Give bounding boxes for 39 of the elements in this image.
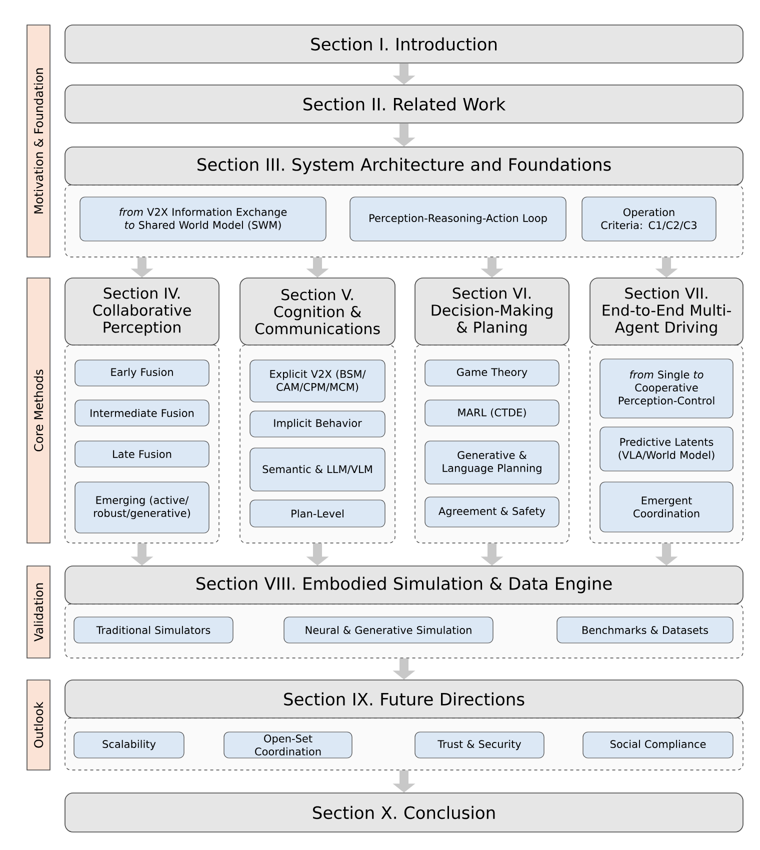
topic-box: Game Theory: [424, 360, 560, 386]
topic-box: Emerging (active/robust/generative): [74, 482, 210, 534]
topic-box: Agreement & Safety: [424, 496, 560, 528]
section-box: Section VIII. Embodied Simulation & Data Engine: [64, 566, 744, 604]
section-box: Section IX. Future Directions: [64, 680, 744, 718]
topic-box: MARL (CTDE): [424, 400, 560, 426]
section-box: Section VII. End-to-End Multi-Agent Driving: [590, 278, 744, 346]
topic-box: Trust & Security: [414, 732, 544, 758]
topic-box: Plan-Level: [250, 500, 386, 528]
topic-box: from V2X Information Exchange to Shared World Model (SWM): [80, 196, 326, 242]
section-band: Outlook: [26, 680, 50, 770]
topic-box: Emergent Coordination: [600, 482, 734, 532]
section-box: Section X. Conclusion: [64, 792, 744, 832]
section-box: Section III. System Architecture and Foundations: [64, 146, 744, 186]
section-box: Section IV. Collaborative Perception: [64, 278, 220, 346]
topic-box: from Single to Cooperative Perception-Control: [600, 358, 734, 418]
topic-box: Semantic & LLM/VLM: [250, 448, 386, 492]
topic-box: Open-Set Coordination: [224, 732, 352, 758]
section-band: Validation: [26, 566, 50, 658]
topic-box: Operation Criteria: C1/C2/C3: [582, 196, 716, 242]
section-band: Core Methods: [26, 278, 50, 544]
topic-box: Perception-Reasoning-Action Loop: [350, 196, 566, 242]
topic-box: Traditional Simulators: [74, 616, 234, 644]
section-box: Section VI. Decision-Making & Planing: [414, 278, 570, 346]
section-band: Motivation & Foundation: [26, 24, 50, 258]
topic-box: Early Fusion: [74, 360, 210, 386]
topic-box: Generative & Language Planning: [424, 440, 560, 484]
topic-box: Benchmarks & Datasets: [556, 616, 734, 644]
section-box: Section II. Related Work: [64, 84, 744, 124]
topic-box: Social Compliance: [582, 732, 734, 758]
topic-box: Predictive Latents (VLA/World Model): [600, 426, 734, 472]
topic-box: Implicit Behavior: [250, 410, 386, 438]
topic-box: Explicit V2X (BSM/CAM/CPM/MCM): [250, 360, 386, 402]
section-box: Section I. Introduction: [64, 24, 744, 64]
topic-box: Late Fusion: [74, 440, 210, 468]
topic-box: Scalability: [74, 732, 184, 758]
topic-box: Intermediate Fusion: [74, 400, 210, 426]
topic-box: Neural & Generative Simulation: [284, 616, 494, 644]
section-box: Section V. Cognition & Communications: [240, 278, 396, 346]
